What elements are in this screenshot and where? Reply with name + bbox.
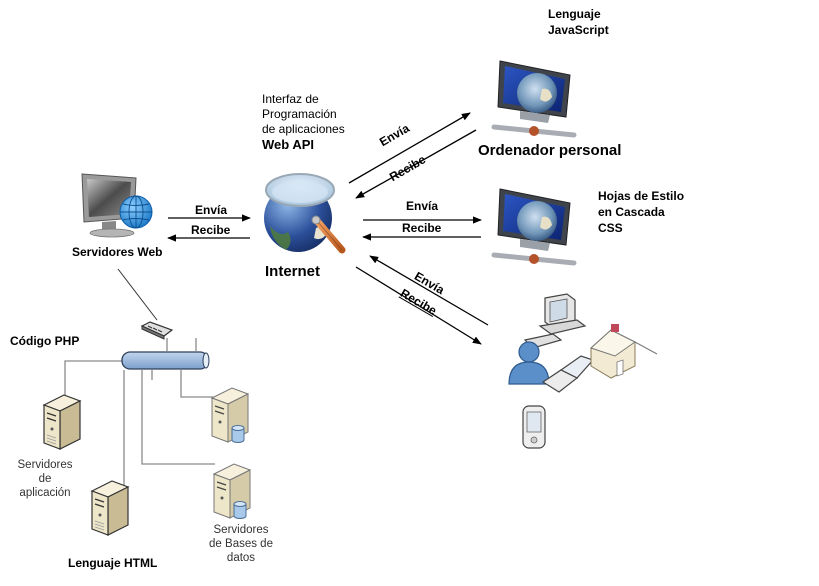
lan-lines [64,338,215,490]
monitor-earth-icon [491,60,577,138]
css-line-3: CSS [598,221,623,235]
db-servers-line-1: Servidores [213,524,269,536]
arrow-receive-pc-internet [355,129,477,199]
html-label: Lenguaje HTML [68,556,158,570]
db-servers-line-3: datos [226,552,256,564]
db-servers-line-2: de Bases de [209,538,273,550]
pc-label: Ordenador personal [478,142,622,159]
web-api-desc-line-3: de aplicaciones [262,122,345,136]
app-servers-line-1: Servidores [17,459,73,471]
server-tower-icon [90,480,130,536]
receive-label-css: Recibe [402,221,442,235]
network-switch-icon [140,321,174,340]
web-api-desc-line-1: Interfaz de [262,92,319,106]
javascript-line-2: JavaScript [548,23,609,37]
receive-label-web: Recibe [191,223,231,237]
link-webserver-switch [117,268,158,321]
javascript-line-1: Lenguaje [548,7,601,21]
app-servers-line-3: aplicación [19,487,71,499]
network-bus-icon [121,351,210,370]
server-tower-icon [42,394,82,450]
client-devices [508,293,658,449]
web-server-label: Servidores Web [72,245,163,259]
internet-label: Internet [265,263,321,280]
css-line-2: en Cascada [598,205,665,219]
arrow-receive-clients-internet [369,255,489,326]
web-api-title: Web API [262,137,315,152]
css-line-1: Hojas de Estilo [598,189,685,203]
database-server-icon [210,387,250,443]
monitor-earth-icon [491,188,577,266]
laptop-icon [541,355,595,393]
mobile-device-icon [522,405,546,449]
globe-magnifier-icon [264,173,346,254]
house-icon [590,324,658,379]
desktop-pc-icon [523,293,587,349]
database-server-icon [212,463,252,519]
web-api-desc-line-2: Programación [262,107,337,121]
send-label-css: Envía [406,199,439,213]
arrow-send-internet-clients [355,266,482,345]
user-icon [508,341,550,385]
send-label-web: Envía [195,203,228,217]
php-label: Código PHP [10,334,80,348]
arrow-send-internet-pc [348,112,471,184]
app-servers-line-2: de [38,473,52,485]
monitor-globe-icon [81,173,153,238]
